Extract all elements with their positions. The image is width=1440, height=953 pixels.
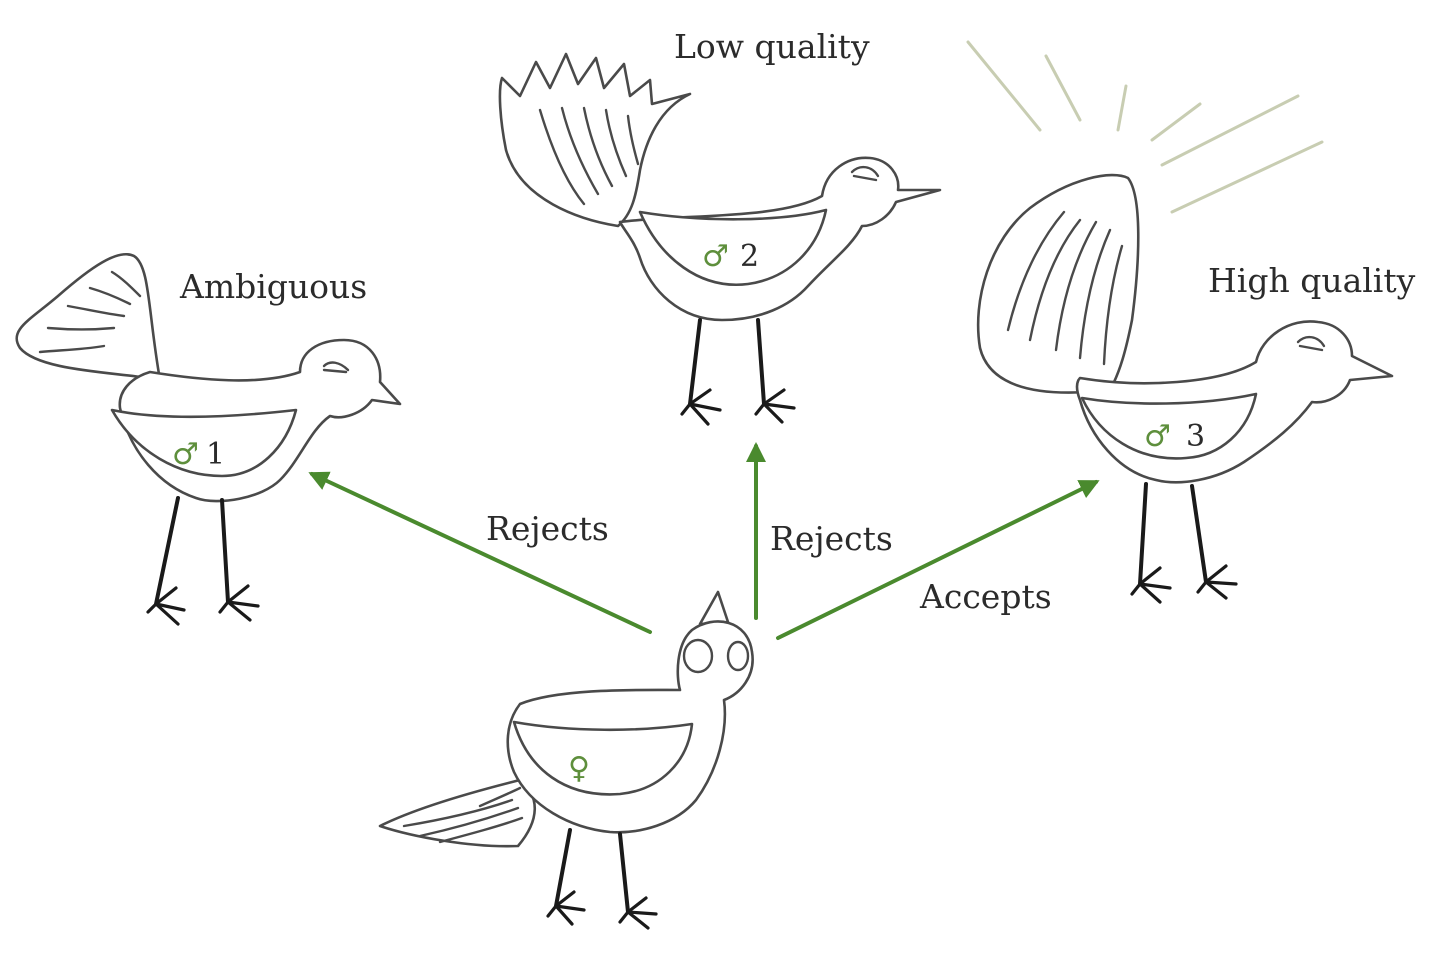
male-bird-2: ♂ 2	[498, 52, 942, 426]
label-ambiguous: Ambiguous	[179, 267, 367, 306]
male-symbol: ♂	[172, 437, 199, 472]
arrow-label-rejects-2: Rejects	[770, 519, 893, 558]
male-number: 2	[740, 239, 759, 274]
tail	[378, 778, 537, 848]
male-bird-1: ♂ 1	[15, 253, 402, 626]
male-number: 3	[1186, 419, 1205, 454]
breast-patch	[512, 720, 694, 796]
male-symbol: ♂	[702, 239, 729, 274]
crest	[698, 590, 730, 626]
choice-arrows	[308, 442, 1100, 640]
breast-patch	[638, 208, 828, 287]
male-number: 1	[206, 437, 225, 472]
arrow-to-male-3	[776, 480, 1100, 640]
female-bird: ♀	[378, 590, 754, 930]
tail	[498, 52, 692, 228]
tail	[15, 253, 162, 382]
arrow-label-accepts: Accepts	[919, 577, 1052, 616]
male-bird-3: ♂ 3	[976, 173, 1394, 604]
breast-patch	[1080, 392, 1258, 460]
display-rays	[966, 40, 1324, 214]
female-symbol: ♀	[568, 751, 590, 786]
breast-patch	[110, 408, 298, 478]
male-symbol: ♂	[1144, 419, 1171, 454]
tail	[976, 173, 1140, 394]
label-high-quality: High quality	[1208, 261, 1416, 300]
label-low-quality: Low quality	[674, 27, 870, 66]
arrow-label-rejects-1: Rejects	[486, 509, 609, 548]
arrow-to-male-1	[308, 471, 652, 634]
